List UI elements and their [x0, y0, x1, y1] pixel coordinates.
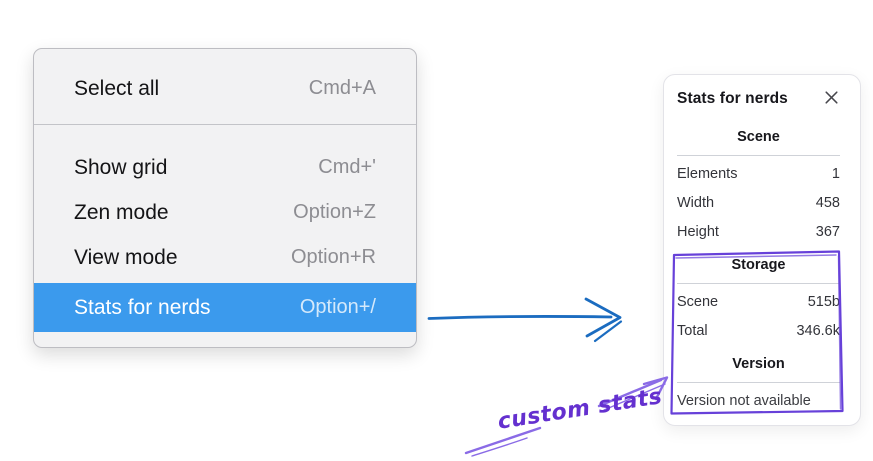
menu-item-shortcut: Option+/ — [299, 296, 376, 318]
section-divider — [677, 382, 840, 383]
stat-label: Width — [677, 195, 715, 211]
stat-row-height: Height 367 — [677, 218, 840, 247]
menu-item-shortcut: Cmd+' — [318, 156, 376, 178]
stats-panel-header: Stats for nerds — [677, 89, 840, 109]
menu-item-shortcut: Cmd+A — [308, 77, 376, 99]
stat-value: 367 — [815, 224, 840, 240]
flow-arrow — [427, 297, 623, 343]
stat-row-elements: Elements 1 — [677, 160, 840, 189]
version-note: Version not available — [677, 393, 811, 409]
stats-panel: Stats for nerds Scene Elements 1 Width 4… — [663, 74, 861, 426]
stat-label: Scene — [677, 294, 719, 310]
section-divider — [677, 283, 840, 284]
menu-item-show-grid[interactable]: Show grid Cmd+' — [34, 145, 416, 190]
menu-item-label: Zen mode — [74, 200, 169, 224]
stat-row-width: Width 458 — [677, 189, 840, 218]
context-menu: Select all Cmd+A Show grid Cmd+' Zen mod… — [33, 48, 417, 348]
menu-item-view-mode[interactable]: View mode Option+R — [34, 235, 416, 280]
section-heading-scene: Scene — [737, 129, 780, 145]
menu-item-stats-for-nerds[interactable]: Stats for nerds Option+/ — [34, 283, 416, 332]
menu-item-shortcut: Option+Z — [293, 201, 376, 223]
close-icon — [824, 90, 839, 108]
menu-item-zen-mode[interactable]: Zen mode Option+Z — [34, 190, 416, 235]
stats-panel-title: Stats for nerds — [677, 90, 788, 107]
section-heading-storage: Storage — [731, 257, 786, 273]
stat-value: 346.6k — [796, 323, 840, 339]
annotation-custom-stats: custom stats — [496, 384, 665, 435]
stat-label: Elements — [677, 166, 738, 182]
stat-label: Total — [677, 323, 708, 339]
menu-item-label: Stats for nerds — [74, 295, 211, 319]
stat-value: 458 — [815, 195, 840, 211]
stat-value: 1 — [831, 166, 840, 182]
menu-item-select-all[interactable]: Select all Cmd+A — [34, 66, 416, 111]
close-button[interactable] — [823, 89, 840, 109]
menu-separator — [34, 124, 416, 125]
section-heading-version: Version — [732, 356, 785, 372]
stat-row-scene-storage: Scene 515b — [677, 288, 840, 317]
stat-value: 515b — [807, 294, 840, 310]
stat-label: Height — [677, 224, 719, 240]
menu-item-label: Select all — [74, 76, 160, 100]
menu-item-shortcut: Option+R — [290, 246, 376, 268]
section-divider — [677, 155, 840, 156]
menu-item-label: View mode — [74, 245, 178, 269]
stat-row-total-storage: Total 346.6k — [677, 317, 840, 346]
menu-item-label: Show grid — [74, 155, 168, 179]
